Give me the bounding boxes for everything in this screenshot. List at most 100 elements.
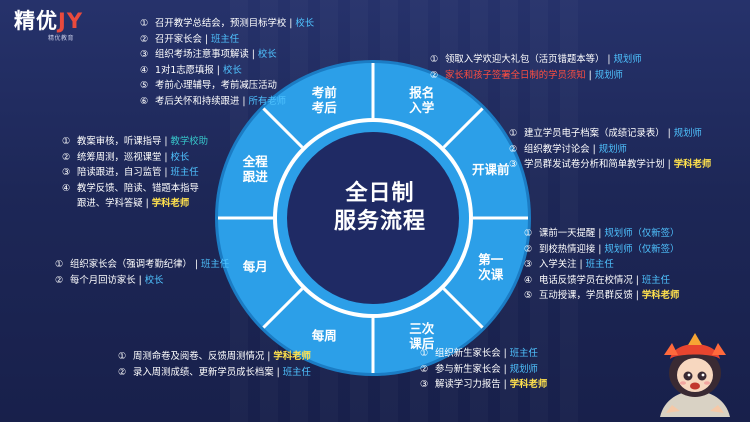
center-title-line1: 全日制 <box>345 181 415 206</box>
item-number: ① <box>140 18 149 29</box>
item-number: ② <box>509 143 518 155</box>
item-text: 入学关注 <box>539 259 577 270</box>
item-text: 解读学习力报告 <box>435 379 501 390</box>
item-role: 规划师 <box>598 143 627 155</box>
item-text: 组织考场注意事项解读 <box>155 49 249 60</box>
item-separator: | <box>201 33 212 45</box>
segment-label-monthly: 每月 <box>242 259 268 275</box>
item-role: 班主任 <box>282 366 311 378</box>
item-separator: | <box>500 348 510 359</box>
panel-follow-item: ① 教案审核，听课指导 | 教学校助 <box>62 134 208 150</box>
item-role: 学科老师 <box>273 351 311 362</box>
item-separator: | <box>576 259 586 270</box>
item-role: 校长 <box>144 274 164 286</box>
panel-follow-item-continuation: 跟进、学科答疑 | 学科老师 <box>62 196 208 212</box>
item-text: 陪读跟进，自习监管 <box>77 167 162 178</box>
item-text: 组织新生家长会 <box>435 348 501 359</box>
item-number: ③ <box>509 159 518 170</box>
panel-first: ① 课前一天提醒 | 规划师（仅新签） ② 到校热情迎接 | 规划师（仅新签） ③ 入学关… <box>524 226 679 304</box>
item-text: 领取入学欢迎大礼包（活页错题本等） <box>445 54 605 65</box>
item-number: ② <box>420 363 429 375</box>
item-text: 互动授课，学员群反馈 <box>539 290 633 301</box>
item-separator: | <box>500 363 510 375</box>
item-text: 考前心理辅导，考前减压活动 <box>155 80 277 91</box>
item-separator: | <box>161 167 171 178</box>
ring-divider <box>262 107 304 149</box>
segment-label-weekly: 每周 <box>311 328 337 344</box>
item-number: ② <box>55 274 64 286</box>
item-text: 到校热情迎接 <box>539 243 596 255</box>
item-role: 班主任 <box>170 167 199 178</box>
item-number: ① <box>62 136 71 147</box>
item-separator: | <box>161 136 171 147</box>
item-number: ② <box>118 366 127 378</box>
item-text-continuation: 跟进、学科答疑 <box>77 198 143 209</box>
item-separator: | <box>248 49 258 60</box>
item-number: ② <box>62 151 71 163</box>
item-number: ② <box>140 33 149 45</box>
item-number: ③ <box>420 379 429 390</box>
item-role: 学科老师 <box>151 198 190 209</box>
item-role: 校长 <box>295 18 315 29</box>
item-role: 班主任 <box>641 274 671 286</box>
item-number: ② <box>524 243 533 255</box>
item-separator: | <box>632 274 642 286</box>
segment-label-start: 开课前 <box>472 161 510 177</box>
item-role: 所有老师 <box>248 95 287 107</box>
item-role: 教学校助 <box>170 136 209 147</box>
item-number: ② <box>430 69 439 81</box>
panel-first-item: ① 课前一天提醒 | 规划师（仅新签） <box>524 226 679 242</box>
item-text: 教案审核，听课指导 <box>77 136 162 147</box>
item-role: 班主任 <box>211 33 240 45</box>
item-text: 每个月回访家长 <box>70 274 136 286</box>
item-number: ④ <box>62 182 71 194</box>
item-text: 考后关怀和持续跟进 <box>155 95 240 107</box>
item-separator: | <box>664 128 674 139</box>
ring-divider <box>442 107 484 149</box>
ring-divider <box>262 287 304 329</box>
item-text: 统筹周测，巡视课堂 <box>77 151 162 163</box>
segment-label-first: 第一次课 <box>478 251 504 282</box>
item-text: 课前一天提醒 <box>539 228 596 239</box>
item-number: ① <box>524 228 533 239</box>
item-separator: | <box>664 159 674 170</box>
item-number: ③ <box>524 259 533 270</box>
item-separator: | <box>595 228 605 239</box>
item-role: 学科老师 <box>673 159 712 170</box>
item-separator: | <box>161 151 171 163</box>
item-role: 班主任 <box>509 348 538 359</box>
item-role: 校长 <box>222 64 242 76</box>
item-role: 规划师（仅新签） <box>604 228 680 239</box>
item-role: 班主任 <box>201 259 230 270</box>
item-role: 规划师 <box>613 54 642 65</box>
item-text: 家长和孩子签署全日制的学员须知 <box>445 69 586 81</box>
item-separator: | <box>632 290 642 301</box>
item-role: 规划师（仅新签） <box>604 243 680 255</box>
item-number: ③ <box>62 167 71 178</box>
item-role: 学科老师 <box>641 290 680 301</box>
item-separator: | <box>135 274 145 286</box>
item-text: 召开家长会 <box>155 33 202 45</box>
item-text: 录入周测成绩、更新学员成长档案 <box>133 366 274 378</box>
item-separator: | <box>213 64 223 76</box>
item-role: 规划师 <box>673 128 702 139</box>
